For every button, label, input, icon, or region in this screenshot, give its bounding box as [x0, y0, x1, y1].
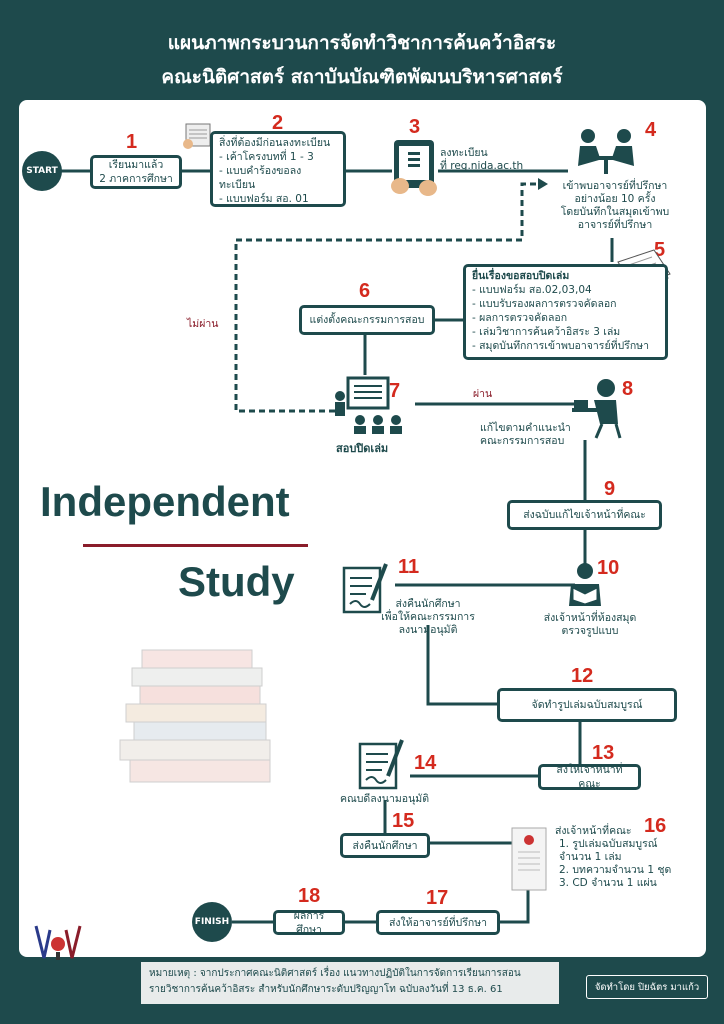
- step-1-number: 1: [126, 131, 138, 153]
- big-title-line1: Independent: [40, 478, 290, 525]
- step-13-text: ส่งให้เจ้าหน้าที่คณะ: [556, 764, 623, 790]
- step-11-line1: ส่งคืนนักศึกษา: [395, 598, 461, 610]
- reading-person-icon: [565, 562, 605, 608]
- finish-label: FINISH: [194, 917, 230, 927]
- step-4-line2: อย่างน้อย 10 ครั้ง: [574, 193, 656, 205]
- footer-note-line2: รายวิชาการค้นคว้าอิสระ สำหรับนักศึกษาระด…: [149, 984, 503, 995]
- step-4-text: เข้าพบอาจารย์ที่ปรึกษา อย่างน้อย 10 ครั้…: [555, 180, 675, 232]
- step-7-number: 7: [389, 380, 401, 402]
- step-15-box: ส่งคืนนักศึกษา: [340, 833, 430, 858]
- step-2-box: สิ่งที่ต้องมีก่อนลงทะเบียน เค้าโครงบทที่…: [210, 131, 346, 207]
- step-18-number: 18: [298, 885, 321, 907]
- footer-note: หมายเหตุ : จากประกาศคณะนิติศาสตร์ เรื่อง…: [141, 962, 559, 1004]
- step-8-number: 8: [622, 378, 634, 400]
- step-16-number: 16: [644, 815, 667, 837]
- step-18-text: ผลการศึกษา: [293, 909, 325, 936]
- step-16-item: 1. รูปเล่มฉบับสมบูรณ์: [559, 838, 658, 850]
- step-10-line2: ตรวจรูปแบบ: [561, 625, 619, 637]
- step-4-line3: โดยบันทึกในสมุดเข้าพบ: [560, 206, 670, 218]
- step-2-item: เค้าโครงบทที่ 1 - 3: [219, 150, 337, 164]
- step-13-box: ส่งให้เจ้าหน้าที่คณะ: [538, 764, 641, 790]
- step-3-text2: ที่ reg.nida.ac.th: [440, 160, 524, 172]
- step-5-item: แบบฟอร์ม สอ.02,03,04: [472, 283, 659, 297]
- step-14-number: 14: [414, 752, 437, 774]
- pass-label: ผ่าน: [473, 388, 493, 400]
- step-5-item: แบบรับรองผลการตรวจคัดลอก: [472, 297, 659, 311]
- step-16-item: 3. CD จำนวน 1 แผ่น: [559, 877, 657, 889]
- start-node: START: [22, 151, 62, 191]
- step-12-number: 12: [571, 665, 594, 687]
- law-school-logo: [28, 922, 88, 962]
- step-4-line4: อาจารย์ที่ปรึกษา: [577, 219, 653, 231]
- step-11-line2: เพื่อให้คณะกรรมการ: [381, 611, 475, 623]
- step-12-box: จัดทำรูปเล่มฉบับสมบูรณ์: [497, 688, 677, 722]
- step-6-number: 6: [359, 280, 371, 302]
- step-12-text: จัดทำรูปเล่มฉบับสมบูรณ์: [531, 699, 643, 711]
- step-11-text: ส่งคืนนักศึกษา เพื่อให้คณะกรรมการ ลงนามอ…: [370, 598, 486, 637]
- start-label: START: [26, 166, 58, 176]
- step-15-text: ส่งคืนนักศึกษา: [352, 839, 418, 852]
- step-15-number: 15: [392, 810, 415, 832]
- signing-icon: [342, 562, 394, 616]
- step-16-item: 2. บทความจำนวน 1 ชุด: [559, 864, 672, 876]
- books-illustration: [112, 642, 292, 792]
- step-1-text2: 2 ภาคการศึกษา: [99, 173, 173, 185]
- step-11-line3: ลงนามอนุมัติ: [398, 624, 458, 636]
- step-7-text: สอบปิดเล่ม: [336, 442, 389, 455]
- step-8-text2: คณะกรรมการสอบ: [480, 435, 565, 447]
- page-title-line2: คณะนิติศาสตร์ สถาบันบัณฑิตพัฒนบริหารศาสต…: [161, 66, 563, 88]
- step-5-heading: ยื่นเรื่องขอสอบปิดเล่ม: [472, 270, 570, 282]
- step-1-box: เรียนมาแล้ว 2 ภาคการศึกษา: [90, 155, 182, 189]
- step-10-number: 10: [597, 557, 620, 579]
- step-8-text1: แก้ไขตามคำแนะนำ: [480, 422, 571, 434]
- fail-label: ไม่ผ่าน: [187, 318, 219, 330]
- step-10-text: ส่งเจ้าหน้าที่ห้องสมุด ตรวจรูปแบบ: [535, 612, 645, 638]
- step-6-box: แต่งตั้งคณะกรรมการสอบ: [299, 305, 435, 335]
- step-17-text: ส่งให้อาจารย์ที่ปรึกษา: [388, 916, 488, 929]
- page-title-line1: แผนภาพกระบวนการจัดทำวิชาการค้นคว้าอิสระ: [167, 32, 557, 54]
- step-5-item: เล่มวิชาการค้นคว้าอิสระ 3 เล่ม: [472, 325, 659, 339]
- report-icon: [510, 826, 550, 892]
- step-9-number: 9: [604, 478, 616, 500]
- step-5-number: 5: [654, 239, 666, 261]
- footer-note-line1: หมายเหตุ : จากประกาศคณะนิติศาสตร์ เรื่อง…: [149, 968, 521, 979]
- step-2-item: แบบคำร้องขอลงทะเบียน: [219, 164, 337, 192]
- credit-badge: จัดทำโดย ปิยฉัตร มาแก้ว: [586, 975, 708, 999]
- tablet-icon: [390, 140, 438, 198]
- step-16-heading: ส่งเจ้าหน้าที่คณะ: [555, 825, 632, 837]
- meeting-icon: [570, 126, 642, 176]
- step-4-number: 4: [645, 119, 657, 141]
- step-18-box: ผลการศึกษา: [273, 909, 345, 936]
- finish-node: FINISH: [192, 902, 232, 942]
- step-5-item: สมุดบันทึกการเข้าพบอาจารย์ที่ปรึกษา: [472, 339, 659, 353]
- step-3-number: 3: [409, 116, 421, 138]
- study-person-icon: [572, 378, 622, 440]
- document-icon: [180, 122, 214, 150]
- title-underline: [83, 544, 308, 547]
- step-10-line1: ส่งเจ้าหน้าที่ห้องสมุด: [543, 612, 637, 624]
- step-17-number: 17: [426, 887, 449, 909]
- step-6-text: แต่งตั้งคณะกรรมการสอบ: [309, 314, 425, 326]
- presentation-icon: [330, 376, 414, 438]
- step-13-number: 13: [592, 742, 615, 764]
- step-9-text: ส่งฉบับแก้ไขเจ้าหน้าที่คณะ: [523, 509, 646, 521]
- step-14-text: คณบดีลงนามอนุมัติ: [340, 793, 430, 805]
- step-16-text: ส่งเจ้าหน้าที่คณะ 1. รูปเล่มฉบับสมบูรณ์ …: [555, 825, 671, 890]
- step-16-item: จำนวน 1 เล่ม: [559, 851, 622, 863]
- step-17-box: ส่งให้อาจารย์ที่ปรึกษา: [376, 910, 500, 935]
- step-1-text1: เรียนมาแล้ว: [108, 159, 164, 171]
- step-9-box: ส่งฉบับแก้ไขเจ้าหน้าที่คณะ: [507, 500, 662, 530]
- approval-signing-icon: [358, 738, 410, 792]
- step-3-text1: ลงทะเบียน: [440, 147, 488, 159]
- big-title-line2: Study: [178, 558, 295, 605]
- step-2-heading: สิ่งที่ต้องมีก่อนลงทะเบียน: [219, 137, 331, 149]
- step-2-item: แบบฟอร์ม สอ. 01: [219, 192, 337, 206]
- step-4-line1: เข้าพบอาจารย์ที่ปรึกษา: [562, 180, 668, 192]
- step-2-number: 2: [272, 112, 284, 134]
- step-5-box: ยื่นเรื่องขอสอบปิดเล่ม แบบฟอร์ม สอ.02,03…: [463, 264, 668, 360]
- step-11-number: 11: [398, 556, 420, 578]
- step-5-item: ผลการตรวจคัดลอก: [472, 311, 659, 325]
